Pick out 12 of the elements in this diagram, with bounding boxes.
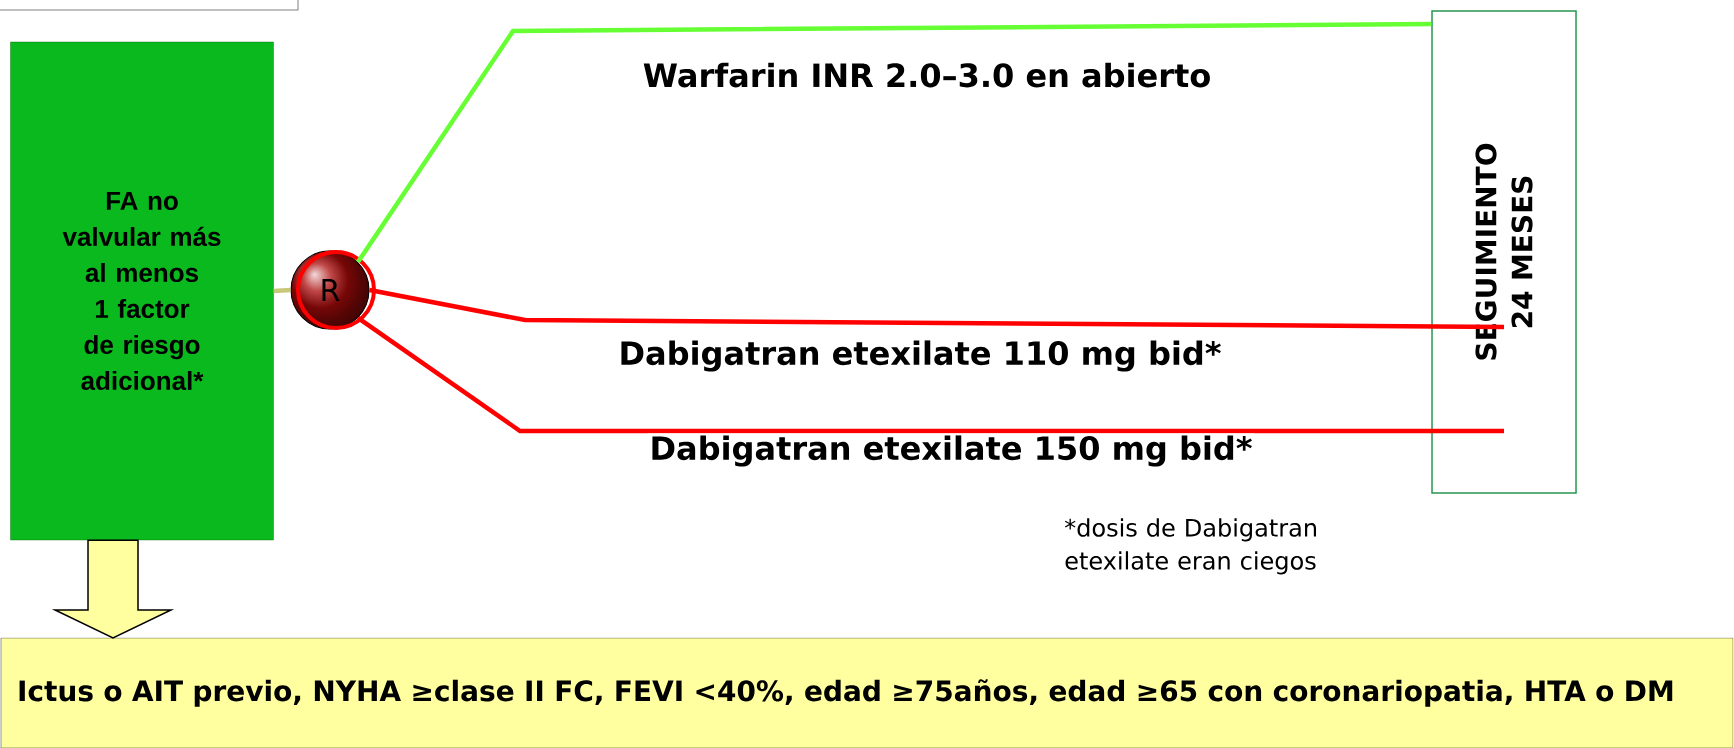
connector-line [273, 287, 291, 294]
footnote: *dosis de Dabigatran etexilate eran ciegos [1064, 518, 1316, 575]
block-arrow [51, 539, 175, 639]
edge-label: Dabigatran etexilate 110 mg bid* [616, 338, 1224, 374]
connector-line [356, 316, 1504, 434]
edge-label: Dabigatran etexilate 150 mg bid* [647, 433, 1255, 469]
connector-line [369, 287, 1505, 330]
patient-box: FA no valvular más al menos 1 factor de riesgo adicional* [10, 41, 274, 541]
criteria-box: Ictus o AIT previo, NYHA ≥clase II FC, FEVI <40%, edad ≥75años, edad ≥65 con coronariopatia, HTA o DM [0, 637, 1734, 748]
follow-up-box: SEGUIMIENTO 24 MESES [1431, 10, 1577, 494]
edge-label: Warfarin INR 2.0–3.0 en abierto [640, 60, 1214, 90]
connector-line [356, 21, 1432, 264]
